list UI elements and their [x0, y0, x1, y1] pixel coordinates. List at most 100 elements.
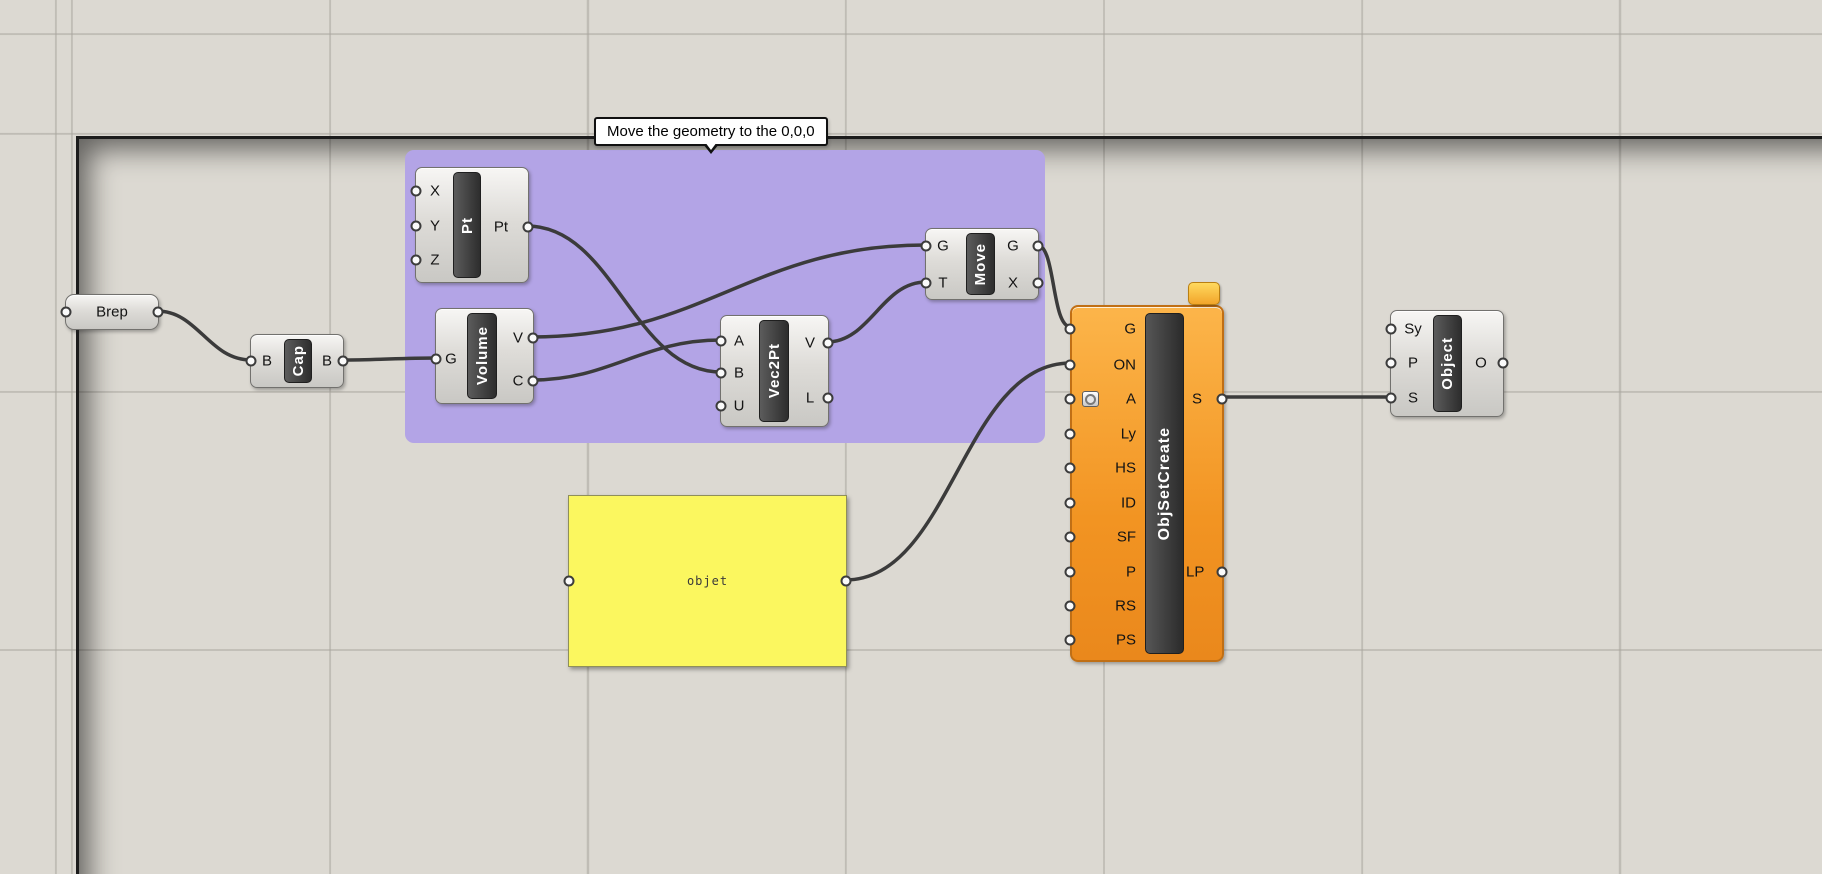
- vec2pt-input-a-label: A: [733, 332, 745, 350]
- volume-input-g-grip[interactable]: [430, 353, 442, 365]
- objset-input-on-grip[interactable]: [1064, 359, 1076, 371]
- a-input-state-icon[interactable]: [1082, 391, 1099, 407]
- objset-input-g-grip[interactable]: [1064, 323, 1076, 335]
- pt-name: Pt: [458, 216, 476, 234]
- objset-input-p-grip[interactable]: [1064, 566, 1076, 578]
- pt-name-bar[interactable]: Pt: [453, 172, 481, 278]
- move-output-x-label: X: [1007, 274, 1019, 292]
- objset-input-ly-grip[interactable]: [1064, 428, 1076, 440]
- move-input-g-label: G: [937, 237, 949, 255]
- wire-pt-to-vec2pt-b[interactable]: [525, 224, 723, 374]
- cap-input-b-label: B: [261, 352, 273, 370]
- move-output-g-grip[interactable]: [1032, 240, 1044, 252]
- objset-input-id-label: ID: [1121, 494, 1136, 512]
- objset-output-s-grip[interactable]: [1216, 393, 1228, 405]
- brep-input-grip[interactable]: [60, 306, 72, 318]
- objset-input-a-grip[interactable]: [1064, 393, 1076, 405]
- volume-output-c-grip[interactable]: [527, 375, 539, 387]
- wire-panel-to-objset-on[interactable]: [843, 361, 1073, 582]
- group-label[interactable]: Move the geometry to the 0,0,0: [594, 117, 828, 146]
- objset-input-rs-grip[interactable]: [1064, 600, 1076, 612]
- move-name-bar[interactable]: Move: [966, 233, 995, 295]
- objset-input-p-label: P: [1125, 563, 1136, 581]
- cap-output-b-grip[interactable]: [337, 355, 349, 367]
- move-input-t-label: T: [938, 274, 948, 292]
- volume-output-v-grip[interactable]: [527, 332, 539, 344]
- volume-name: Volume: [473, 326, 491, 386]
- pt-input-x-grip[interactable]: [410, 185, 422, 197]
- objset-input-ly-label: Ly: [1120, 425, 1136, 443]
- volume-output-v-label: V: [512, 329, 524, 347]
- move-input-t-grip[interactable]: [920, 277, 932, 289]
- objset-input-g-label: G: [1124, 320, 1136, 338]
- node-vec2pt[interactable]: A B U Vec2Pt V L: [715, 315, 834, 427]
- objset-input-hs-grip[interactable]: [1064, 462, 1076, 474]
- volume-name-bar[interactable]: Volume: [467, 313, 497, 399]
- vec2pt-output-l-grip[interactable]: [822, 392, 834, 404]
- node-volume[interactable]: G Volume V C: [430, 308, 539, 404]
- move-input-g-grip[interactable]: [920, 240, 932, 252]
- objset-input-ps-label: PS: [1115, 631, 1136, 649]
- pt-output-grip[interactable]: [522, 221, 534, 233]
- pt-input-y-label: Y: [429, 217, 441, 235]
- object-name-bar[interactable]: Object: [1433, 315, 1462, 412]
- objset-input-id-grip[interactable]: [1064, 497, 1076, 509]
- vec2pt-output-v-label: V: [804, 334, 816, 352]
- move-name: Move: [972, 242, 989, 286]
- cap-input-b-grip[interactable]: [245, 355, 257, 367]
- object-input-s-grip[interactable]: [1385, 392, 1397, 404]
- vec2pt-input-b-label: B: [733, 364, 745, 382]
- objset-input-sf-grip[interactable]: [1064, 531, 1076, 543]
- node-cap[interactable]: B Cap B: [245, 334, 349, 388]
- panel-input-grip[interactable]: [563, 575, 575, 587]
- volume-input-g-label: G: [445, 350, 457, 368]
- wire-volume-c-to-vec2pt-a[interactable]: [530, 338, 723, 382]
- move-output-x-grip[interactable]: [1032, 277, 1044, 289]
- move-output-g-label: G: [1007, 237, 1019, 255]
- panel-output-grip[interactable]: [840, 575, 852, 587]
- objset-input-rs-label: RS: [1115, 597, 1136, 615]
- wire-cap-to-volume[interactable]: [340, 356, 438, 362]
- vec2pt-input-u-grip[interactable]: [715, 400, 727, 412]
- brep-label: Brep: [96, 303, 128, 321]
- panel-text[interactable]: objet: [686, 574, 729, 588]
- objset-input-ps-grip[interactable]: [1064, 634, 1076, 646]
- objset-output-lp-label: LP: [1186, 563, 1205, 581]
- node-object[interactable]: Sy P S Object O: [1385, 310, 1509, 417]
- volume-output-c-label: C: [512, 372, 524, 390]
- objset-name-bar[interactable]: ObjSetCreate: [1145, 313, 1184, 654]
- node-pt[interactable]: X Y Z Pt Pt: [410, 167, 534, 283]
- node-brep[interactable]: Brep: [60, 294, 164, 330]
- cap-name: Cap: [289, 345, 307, 377]
- group-label-text: Move the geometry to the 0,0,0: [607, 123, 815, 140]
- node-move[interactable]: G T Move G X: [920, 228, 1044, 300]
- objset-input-sf-label: SF: [1116, 528, 1136, 546]
- vec2pt-output-l-label: L: [805, 389, 815, 407]
- panel-objet[interactable]: objet: [563, 495, 852, 667]
- pt-input-z-grip[interactable]: [410, 254, 422, 266]
- cap-output-b-label: B: [321, 352, 333, 370]
- object-input-p-grip[interactable]: [1385, 357, 1397, 369]
- objset-input-on-label: ON: [1113, 356, 1137, 374]
- pt-input-y-grip[interactable]: [410, 220, 422, 232]
- object-input-sy-grip[interactable]: [1385, 323, 1397, 335]
- brep-output-grip[interactable]: [152, 306, 164, 318]
- objset-output-lp-grip[interactable]: [1216, 566, 1228, 578]
- object-name: Object: [1439, 337, 1456, 390]
- cap-name-bar[interactable]: Cap: [284, 339, 312, 383]
- warning-balloon[interactable]: [1188, 282, 1220, 305]
- object-output-o-grip[interactable]: [1497, 357, 1509, 369]
- wire-brep-to-cap[interactable]: [155, 309, 253, 362]
- pt-output-label: Pt: [493, 218, 509, 236]
- vec2pt-input-a-grip[interactable]: [715, 335, 727, 347]
- wire-volume-v-to-move-g[interactable]: [530, 243, 928, 339]
- vec2pt-output-v-grip[interactable]: [822, 337, 834, 349]
- vec2pt-input-b-grip[interactable]: [715, 367, 727, 379]
- pt-input-z-label: Z: [430, 251, 440, 269]
- vec2pt-input-u-label: U: [733, 397, 745, 415]
- vec2pt-name-bar[interactable]: Vec2Pt: [759, 320, 789, 422]
- vec2pt-name: Vec2Pt: [765, 343, 783, 399]
- wire-vec2pt-v-to-move-t[interactable]: [825, 280, 928, 344]
- node-objsetcreate[interactable]: G ON A Ly HS ID SF P RS PS ObjSetCreate …: [1064, 305, 1228, 662]
